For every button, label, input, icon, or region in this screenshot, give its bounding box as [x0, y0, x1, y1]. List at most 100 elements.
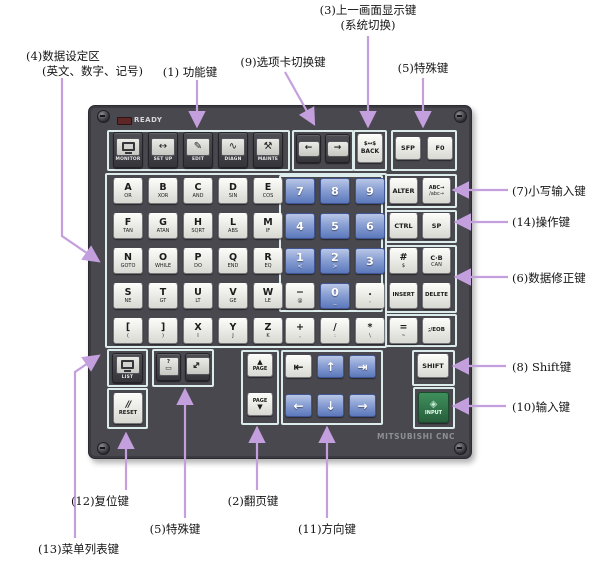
input-diamond-icon: ◈ — [429, 398, 438, 410]
help-window-key[interactable]: ?▭ — [156, 353, 181, 381]
annotation-5-bottom: (5)特殊键 — [149, 522, 201, 536]
annotation-3-line2: (系统切换) — [340, 18, 396, 32]
tab-key-tab-left[interactable]: ← — [296, 134, 321, 163]
annotation-6: (6)数据修正键 — [512, 271, 586, 285]
key-equals[interactable]: =~ — [389, 318, 418, 344]
key-asterisk[interactable]: *\ — [355, 318, 385, 344]
key-3[interactable]: 3 — [355, 248, 385, 274]
key-minus[interactable]: −@ — [285, 283, 315, 309]
annotation-1: (1) 功能键 — [162, 65, 218, 79]
function-key-setup[interactable]: ↔SET UP — [148, 132, 178, 168]
function-key-diagn[interactable]: ∿DIAGN — [218, 132, 248, 168]
key-insert[interactable]: INSERT — [389, 283, 418, 309]
shift-key[interactable]: SHIFT — [417, 354, 449, 378]
key-7[interactable]: 7 — [285, 178, 315, 204]
setup-icon: ↔ — [151, 137, 175, 156]
key-f0[interactable]: F0 — [427, 137, 453, 160]
keyboard-panel: READY MITSUBISHI CNC MONITOR↔SET UP✎EDIT… — [88, 105, 472, 459]
function-key-monitor[interactable]: MONITOR — [113, 132, 143, 168]
expand-key[interactable]: ↔ — [185, 353, 210, 381]
cursor-left[interactable]: ← — [285, 394, 312, 417]
key-slash[interactable]: /: — [320, 318, 350, 344]
key-ctrl[interactable]: CTRL — [389, 213, 418, 239]
key-2[interactable]: 2> — [320, 248, 350, 274]
cursor-down[interactable]: ↓ — [317, 394, 344, 417]
key-9[interactable]: 9 — [355, 178, 385, 204]
key-plus[interactable]: +, — [285, 318, 315, 344]
annotation-8: (8) Shift键 — [512, 360, 572, 374]
monitor-icon — [116, 137, 140, 156]
ready-label: READY — [134, 116, 163, 124]
group-reset — [107, 388, 148, 429]
key-1[interactable]: 1< — [285, 248, 315, 274]
key-5[interactable]: 5 — [320, 213, 350, 239]
cursor-right-icon: → — [357, 398, 368, 413]
key-0[interactable]: 0_ — [320, 283, 350, 309]
cursor-end[interactable]: ⇥ — [349, 355, 376, 378]
tab-key-tab-right[interactable]: → — [325, 134, 350, 163]
key-6[interactable]: 6 — [355, 213, 385, 239]
annotation-9: (9)选项卡切换键 — [240, 55, 326, 69]
annotation-5-top: (5)特殊键 — [397, 61, 449, 75]
key-bracket-close[interactable]: ]) — [148, 318, 178, 344]
cursor-up[interactable]: ↑ — [317, 355, 344, 378]
cursor-home[interactable]: ⇤ — [285, 355, 312, 378]
function-key-edit[interactable]: ✎EDIT — [183, 132, 213, 168]
page-down-key[interactable]: PAGE▼ — [247, 393, 273, 416]
key-4[interactable]: 4 — [285, 213, 315, 239]
key-sp[interactable]: SP — [422, 213, 451, 239]
group-back-key — [353, 130, 387, 171]
key-sfp[interactable]: SFP — [395, 137, 421, 160]
key-dot[interactable]: ., — [355, 283, 385, 309]
key-delete[interactable]: DELETE — [422, 283, 451, 309]
page-up-key[interactable]: ▲PAGE — [247, 354, 273, 377]
group-numeric-pad — [279, 175, 383, 312]
key-eob[interactable]: ;/EOB — [422, 318, 451, 344]
annotation-3-line1: (3)上一画面显示键 — [319, 3, 417, 17]
input-key[interactable]: ◈INPUT — [418, 392, 449, 423]
key-8[interactable]: 8 — [320, 178, 350, 204]
edit-icon: ✎ — [186, 137, 210, 156]
key-hash-dollar[interactable]: #$ — [389, 248, 418, 274]
function-key-mainte[interactable]: ⚒MAINTE — [253, 132, 283, 168]
mainte-icon: ⚒ — [256, 137, 280, 156]
annotation-7: (7)小写输入键 — [512, 184, 586, 198]
key-alter[interactable]: ALTER — [389, 178, 418, 204]
cursor-right[interactable]: → — [349, 394, 376, 417]
page-down-arrow-icon: ▼ — [257, 403, 263, 411]
reset-key[interactable]: //RESET — [113, 393, 143, 424]
diagonal-arrow-icon: ↔ — [185, 357, 210, 375]
annotation-12: (12)复位键 — [70, 494, 130, 508]
back-key[interactable]: $↔$BACK — [357, 134, 383, 163]
annotation-10: (10)输入键 — [512, 400, 571, 414]
key-abc-lowercase[interactable]: ABC→/abc→ — [422, 178, 451, 204]
ready-led — [117, 117, 132, 125]
key-bracket-open[interactable]: [( — [113, 318, 143, 344]
menu-list-key[interactable]: LIST — [112, 353, 143, 383]
